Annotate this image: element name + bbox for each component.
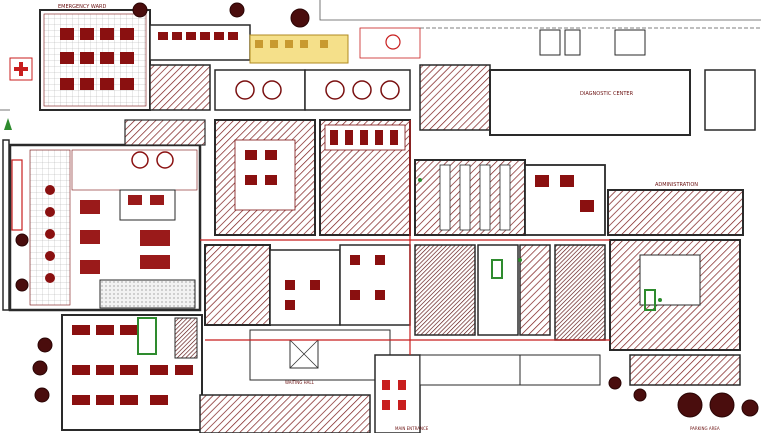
bottom-row: MAIN ENTRANCE PARKING AREA [199,354,741,433]
diagnostic-title: DIAGNOSTIC CENTER [580,91,634,97]
central-blocks [124,64,411,236]
parking-title: PARKING AREA [690,426,720,431]
tree-icon [15,2,759,418]
top-ward-strip [149,24,421,64]
middle-right-wards: ADMINISTRATION [414,159,744,236]
lower-central [204,239,741,351]
main-entrance-title: MAIN ENTRANCE [395,426,429,431]
right-upper-hall: DIAGNOSTIC CENTER [419,29,756,136]
left-wing [8,143,202,312]
left-stair [11,159,23,231]
outer-wall-left [2,139,10,311]
top-left-block: EMERGENCY WARD [39,4,151,111]
corridor-lines [200,120,610,355]
bottom-left-ward [61,314,203,431]
waiting-hall-title: WAITING HALL [285,380,315,385]
green-markers [418,178,662,302]
red-cross-icon [9,57,33,81]
site-boundary [0,0,761,111]
waiting-hall: WAITING HALL [249,329,391,385]
top-left-title: EMERGENCY WARD [58,4,106,10]
admin-title: ADMINISTRATION [655,182,698,188]
north-arrow-icon [4,118,12,130]
